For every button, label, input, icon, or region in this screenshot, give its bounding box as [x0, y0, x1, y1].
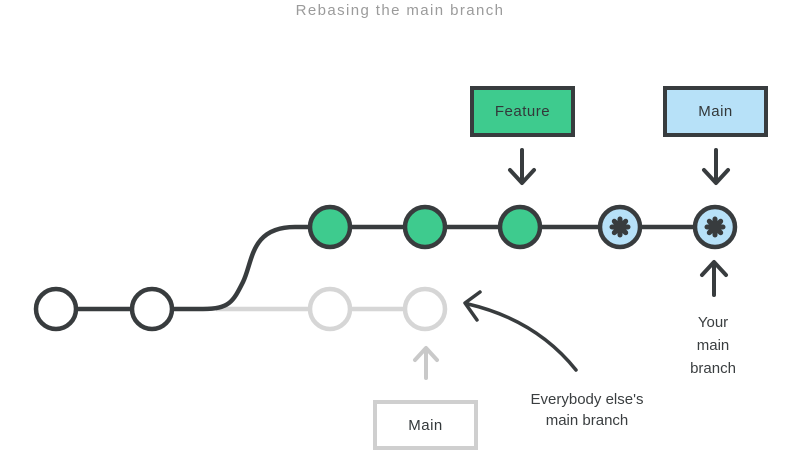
main-branch-box-label: Main — [698, 103, 733, 120]
curved-arrow-head-icon — [463, 290, 482, 322]
rebase-curve-line — [149, 224, 333, 312]
feature-commit-3 — [497, 204, 543, 250]
asterisk-icon — [704, 216, 726, 238]
your-main-branch-label: Your main branch — [690, 314, 736, 377]
arrow-down-icon — [508, 148, 536, 185]
asterisk-icon — [609, 216, 631, 238]
feature-commit-1 — [307, 204, 353, 250]
feature-branch-box: Feature — [470, 86, 575, 137]
curved-arrow-icon — [466, 302, 578, 372]
arrow-down-icon — [702, 148, 730, 185]
arrow-up-icon — [700, 260, 728, 297]
old-main-branch-box: Main — [373, 400, 478, 450]
base-commit-1 — [33, 286, 79, 332]
feature-commit-2 — [402, 204, 448, 250]
base-commit-2 — [129, 286, 175, 332]
old-main-commit-2 — [402, 286, 448, 332]
old-main-commit-1 — [307, 286, 353, 332]
everybody-elses-main-branch-label: Everybody else's main branch — [530, 391, 644, 429]
main-branch-box: Main — [663, 86, 768, 137]
feature-branch-box-label: Feature — [494, 103, 551, 120]
diagram-title: Rebasing the main branch — [295, 2, 505, 19]
arrow-up-icon — [413, 346, 439, 380]
old-main-branch-box-label: Main — [408, 416, 443, 434]
